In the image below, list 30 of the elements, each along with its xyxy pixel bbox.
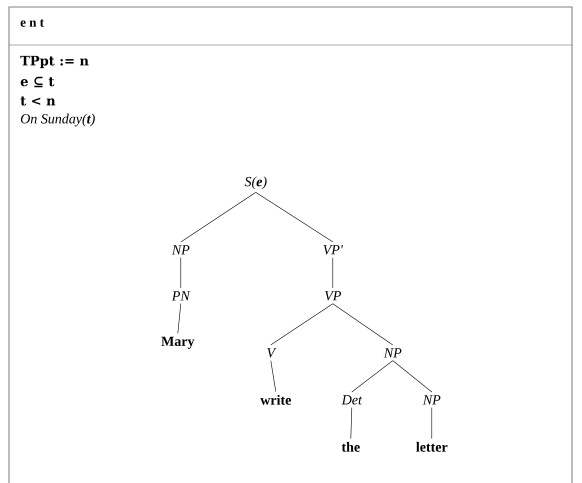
category-label: NP [172, 245, 190, 254]
condition-text: On Sunday(t) [20, 114, 95, 126]
condition-text: TPpt := n [20, 56, 89, 68]
tree-branch [178, 303, 182, 334]
tree-branch [180, 192, 256, 242]
word-label: the [342, 442, 360, 452]
category-label: S(e) [244, 176, 267, 190]
condition-text: e ⊆ t [20, 76, 54, 88]
tree-branch [392, 360, 432, 392]
discourse-referents: e n t [20, 19, 44, 27]
category-label: VP [324, 291, 341, 300]
drs-box [8, 6, 572, 483]
word-label: letter [416, 442, 448, 452]
category-label: V [267, 348, 276, 358]
category-label: NP [422, 395, 440, 404]
tree-branch [350, 407, 352, 439]
tree-branch [256, 192, 334, 242]
tree-branch [352, 360, 394, 392]
word-label: write [260, 394, 291, 405]
category-label: Det [342, 395, 362, 404]
word-label: Mary [161, 336, 194, 349]
condition-text: t < n [20, 96, 56, 106]
category-label: PN [172, 291, 190, 300]
tree-branch [180, 257, 182, 288]
category-label: VP' [324, 245, 344, 254]
tree-branch [332, 303, 394, 346]
tree-branch [270, 303, 334, 346]
tree-branch [332, 257, 334, 288]
category-label: NP [384, 348, 402, 358]
tree-branch [270, 360, 276, 392]
